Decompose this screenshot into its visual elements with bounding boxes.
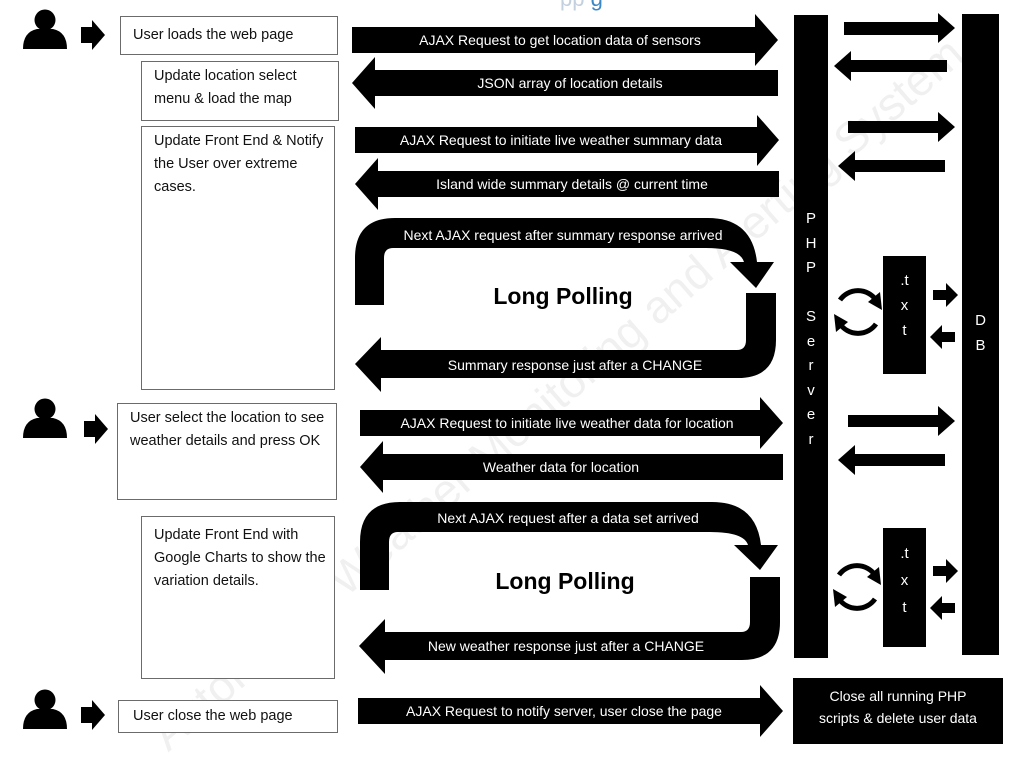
txt-file-box: .t x t: [883, 528, 926, 647]
txt-letter: x: [900, 297, 909, 314]
arrow-from-db: [834, 51, 947, 81]
response-label: Island wide summary details @ current ti…: [436, 176, 708, 192]
txt-letter: x: [900, 572, 909, 589]
top-fragment: pp g: [560, 0, 603, 12]
step-user-close: User close the web page: [118, 700, 338, 733]
server-letter: r: [808, 430, 814, 448]
close-scripts-box: Close all running PHP scripts & delete u…: [793, 678, 1003, 744]
arrow-to-db: [844, 13, 955, 43]
loop-response-arrow: [359, 577, 780, 674]
request-label: AJAX Request to initiate live weather da…: [400, 415, 733, 431]
arrow-request-weather: [360, 397, 783, 449]
step-update-charts: Update Front End with Google Charts to s…: [141, 516, 335, 679]
step-user-select-location: User select the location to see weather …: [117, 403, 337, 500]
txt-letter: .t: [900, 545, 909, 562]
loop-request-arrow: [355, 218, 774, 305]
arrow-right-icon: [81, 20, 105, 50]
arrow-txt-to-db: [933, 559, 958, 583]
txt-letter: .t: [900, 272, 909, 289]
server-letter: S: [805, 308, 816, 325]
response-label: Weather data for location: [483, 459, 639, 475]
server-letter: P: [805, 210, 816, 227]
step-update-front-end: Update Front End & Notify the User over …: [141, 126, 335, 390]
loop-response-arrow: [355, 293, 776, 392]
user-icon: [23, 398, 67, 438]
arrow-response-location: [352, 57, 778, 109]
loop-top-label: Next AJAX request after summary response…: [403, 227, 722, 243]
step-update-location: Update location select menu & load the m…: [141, 61, 339, 121]
txt-letter: t: [902, 322, 907, 339]
loop-request-arrow: [360, 502, 778, 590]
php-server-lifeline: P H P S e r v e r: [794, 15, 828, 658]
server-letter: e: [806, 332, 816, 350]
server-letter: r: [808, 357, 814, 374]
arrow-db-to-txt: [930, 325, 955, 349]
server-letter: e: [806, 406, 816, 423]
user-icon: [23, 9, 67, 49]
server-letter: H: [805, 234, 817, 252]
server-letter: v: [807, 381, 815, 399]
arrow-right-icon: [81, 700, 105, 730]
cycle-icon: [834, 288, 882, 336]
server-letter: [794, 281, 828, 306]
user-icon: [23, 689, 67, 729]
db-lifeline: D B: [962, 14, 999, 655]
arrow-request-location: [352, 14, 778, 66]
step-user-loads: User loads the web page: [120, 16, 338, 55]
arrow-txt-to-db: [933, 283, 958, 307]
loop-bottom-label: Summary response just after a CHANGE: [448, 357, 702, 373]
txt-file-box: .t x t: [883, 256, 926, 374]
arrow-right-icon: [84, 414, 108, 444]
request-label: AJAX Request to initiate live weather su…: [400, 132, 722, 148]
long-polling-label: Long Polling: [495, 568, 634, 594]
arrow-response-summary: [355, 158, 779, 210]
txt-letter: t: [902, 599, 907, 616]
response-label: JSON array of location details: [477, 75, 662, 91]
server-letter: P: [805, 259, 816, 276]
arrow-db-to-txt: [930, 596, 955, 620]
arrow-response-weather: [360, 441, 783, 493]
arrow-from-db: [838, 445, 945, 475]
arrow-request-summary: [355, 115, 779, 166]
cycle-icon: [833, 563, 881, 611]
request-label: AJAX Request to get location data of sen…: [419, 32, 701, 48]
arrow-request-close: [358, 685, 783, 737]
long-polling-label: Long Polling: [493, 283, 632, 309]
arrow-to-db: [848, 406, 955, 436]
arrow-to-db: [848, 112, 955, 142]
loop-bottom-label: New weather response just after a CHANGE: [428, 638, 704, 654]
db-letter: B: [975, 336, 986, 354]
request-label: AJAX Request to notify server, user clos…: [406, 703, 722, 719]
db-letter: D: [975, 312, 986, 329]
arrow-from-db: [838, 151, 945, 181]
loop-top-label: Next AJAX request after a data set arriv…: [437, 510, 698, 526]
